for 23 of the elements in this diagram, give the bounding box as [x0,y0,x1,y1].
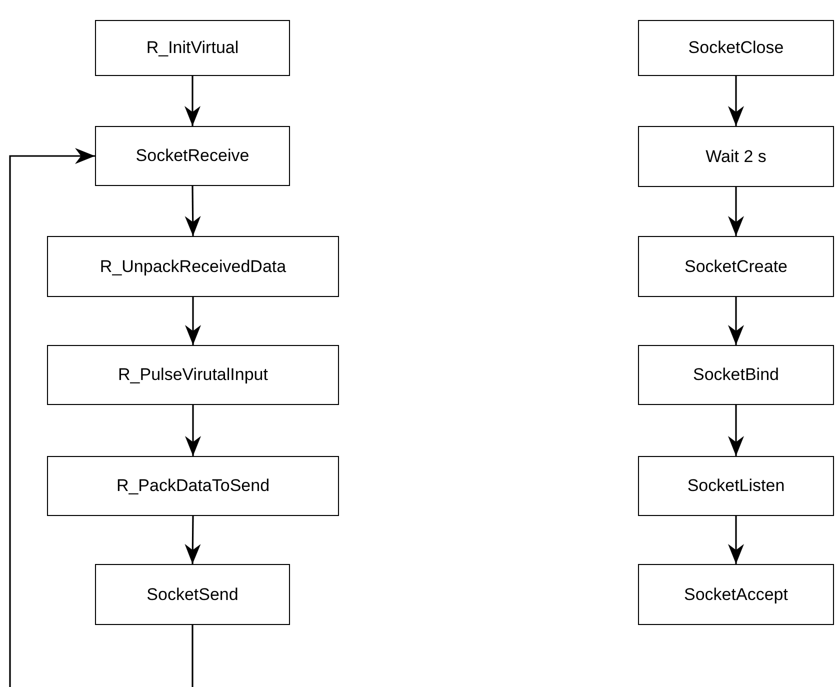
arrow [184,186,201,236]
arrow [728,405,744,456]
arrow [9,148,194,687]
arrow [728,76,744,126]
process-box: SocketClose [638,20,834,76]
process-box: SocketAccept [638,564,834,625]
arrow [184,76,200,126]
process-box: R_UnpackReceivedData [47,236,339,297]
process-box: SocketCreate [638,236,834,297]
process-box: SocketBind [638,345,834,405]
arrow [728,516,744,564]
process-box: SocketSend [95,564,290,625]
process-box: R_PulseVirutalInput [47,345,339,405]
arrow [185,405,201,456]
arrow [185,297,201,345]
arrow [728,297,744,345]
process-box: SocketReceive [95,126,290,186]
process-box: Wait 2 s [638,126,834,187]
process-box: R_PackDataToSend [47,456,339,516]
arrow [184,516,201,564]
process-box: SocketListen [638,456,834,516]
arrow [728,187,744,236]
process-box: R_InitVirtual [95,20,290,76]
